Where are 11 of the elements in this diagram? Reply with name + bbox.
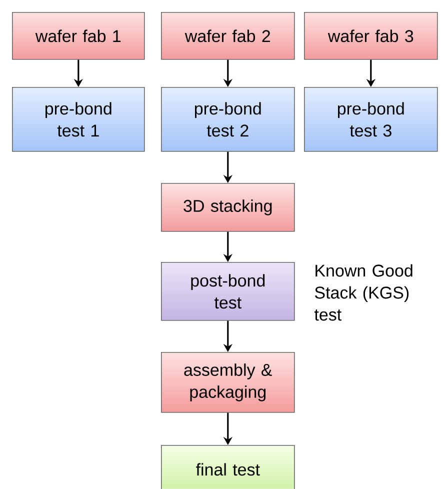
test-box: pre-bond test 2 bbox=[161, 87, 295, 152]
test-box: post-bond test bbox=[161, 262, 295, 321]
process-box: wafer fab 3 bbox=[304, 12, 438, 60]
test-box: pre-bond test 3 bbox=[304, 87, 438, 152]
process-box: assembly & packaging bbox=[161, 352, 295, 413]
side-note: Known Good Stack (KGS) test bbox=[314, 264, 412, 321]
process-box: wafer fab 1 bbox=[12, 12, 145, 60]
process-box: 3D stacking bbox=[161, 183, 295, 232]
process-box: wafer fab 2 bbox=[161, 12, 295, 60]
test-box: final test bbox=[161, 445, 295, 489]
test-box: pre-bond test 1 bbox=[12, 87, 145, 152]
